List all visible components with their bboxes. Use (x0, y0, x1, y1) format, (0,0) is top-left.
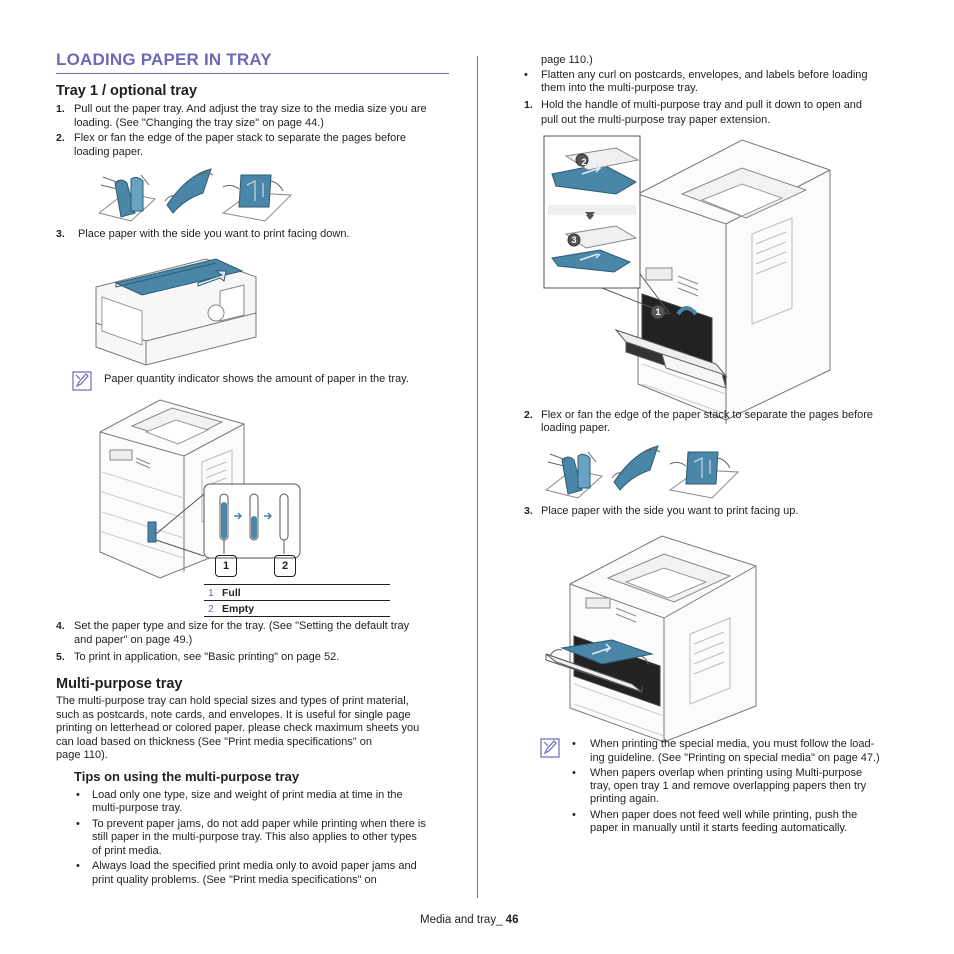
intro-line: such as postcards, note cards, and envel… (56, 709, 411, 721)
note-text: Paper quantity indicator shows the amoun… (104, 373, 409, 385)
legend-label: Full (222, 587, 241, 599)
step-number: 3. (524, 505, 533, 517)
note-text: When paper does not feed well while prin… (590, 809, 858, 821)
intro-line: can load based on thickness (See "Print … (56, 736, 372, 748)
bullet: • (76, 789, 80, 801)
step-text: loading. (See "Changing the tray size" o… (74, 117, 324, 129)
step-text: loading paper. (541, 422, 611, 434)
mptray-open-illustration (543, 135, 831, 424)
intro-line: printing on letterhead or colored paper.… (56, 722, 420, 734)
note-text: When printing the special media, you mus… (590, 738, 875, 750)
bullet: • (572, 809, 576, 821)
legend-rule-top (204, 584, 390, 585)
note-text: tray, open tray 1 and remove overlapping… (590, 780, 867, 792)
tip-text: still paper in the multi-purpose tray. T… (92, 831, 417, 843)
note-text: When papers overlap when printing using … (590, 767, 863, 779)
tray-paper-illustration (95, 258, 257, 366)
legend-label: Empty (222, 603, 255, 615)
callout-2-mp: 2 (581, 157, 587, 167)
printer-quantity-indicator-illustration (99, 399, 301, 579)
legend-rule-bottom (204, 616, 390, 617)
footer-section: Media and tray_ (420, 914, 503, 926)
step-number: 3. (56, 228, 65, 240)
fan-paper-illustration-right (544, 445, 740, 499)
tip-text: of print media. (92, 845, 162, 857)
tips-heading: Tips on using the multi-purpose tray (74, 769, 300, 784)
bullet: • (76, 818, 80, 830)
note-text: ing guideline. (See "Printing on special… (590, 752, 880, 764)
step-text: Place paper with the side you want to pr… (78, 228, 350, 240)
step-text: Pull out the paper tray. And adjust the … (74, 103, 427, 115)
step-text: Flex or fan the edge of the paper stack … (541, 409, 874, 421)
step-number: 2. (56, 132, 65, 144)
step-text: Place paper with the side you want to pr… (541, 505, 799, 517)
bullet: • (524, 69, 528, 81)
tip-text: multi-purpose tray. (92, 802, 183, 814)
tip-text: Load only one type, size and weight of p… (92, 789, 403, 801)
tip-text: Always load the specified print media on… (92, 860, 417, 872)
note-pencil-icon (540, 738, 560, 758)
intro-line: page 110). (56, 749, 108, 761)
note-text: printing again. (590, 793, 660, 805)
tip-continuation: page 110.) (541, 54, 593, 66)
step-number: 1. (524, 99, 533, 111)
note-text: paper in manually until it starts feedin… (590, 822, 848, 834)
fan-paper-illustration-left (97, 168, 293, 222)
step-text: Flex or fan the edge of the paper stack … (74, 132, 407, 144)
step-number: 2. (524, 409, 533, 421)
section-heading-mptray: Multi-purpose tray (56, 676, 183, 692)
tip-text: print quality problems. (See "Print medi… (92, 874, 377, 886)
title-rule (56, 73, 449, 74)
callout-1: 1 (215, 555, 237, 577)
step-text: and paper" on page 49.) (74, 634, 193, 646)
legend-rule-mid (204, 600, 390, 601)
step-text: loading paper. (74, 146, 144, 158)
step-text: Set the paper type and size for the tray… (74, 620, 410, 632)
callout-2: 2 (274, 555, 296, 577)
page-footer: Media and tray_ 46 (420, 914, 518, 926)
tip-text: them into the multi-purpose tray. (541, 82, 698, 94)
step-number: 4. (56, 620, 65, 632)
section-heading-tray1: Tray 1 / optional tray (56, 83, 198, 99)
step-number: 5. (56, 651, 65, 663)
step-text: pull out the multi-purpose tray paper ex… (541, 114, 771, 126)
page-title: LOADING PAPER IN TRAY (56, 50, 272, 69)
legend-number: 1 (208, 587, 214, 599)
bullet: • (572, 767, 576, 779)
step-number: 1. (56, 103, 65, 115)
note-pencil-icon (72, 371, 92, 391)
tip-text: Flatten any curl on postcards, envelopes… (541, 69, 868, 81)
intro-line: The multi-purpose tray can hold special … (56, 695, 409, 707)
step-text: To print in application, see "Basic prin… (74, 651, 340, 663)
tip-text: To prevent paper jams, do not add paper … (92, 818, 426, 830)
callout-1-mp: 1 (655, 307, 661, 317)
callout-3-mp: 3 (571, 235, 577, 245)
column-divider (477, 56, 478, 898)
bullet: • (76, 860, 80, 872)
legend-number: 2 (208, 603, 214, 615)
bullet: • (572, 738, 576, 750)
mptray-load-paper-illustration (545, 535, 757, 743)
step-text: Hold the handle of multi-purpose tray an… (541, 99, 863, 111)
footer-page-number: 46 (505, 914, 519, 926)
